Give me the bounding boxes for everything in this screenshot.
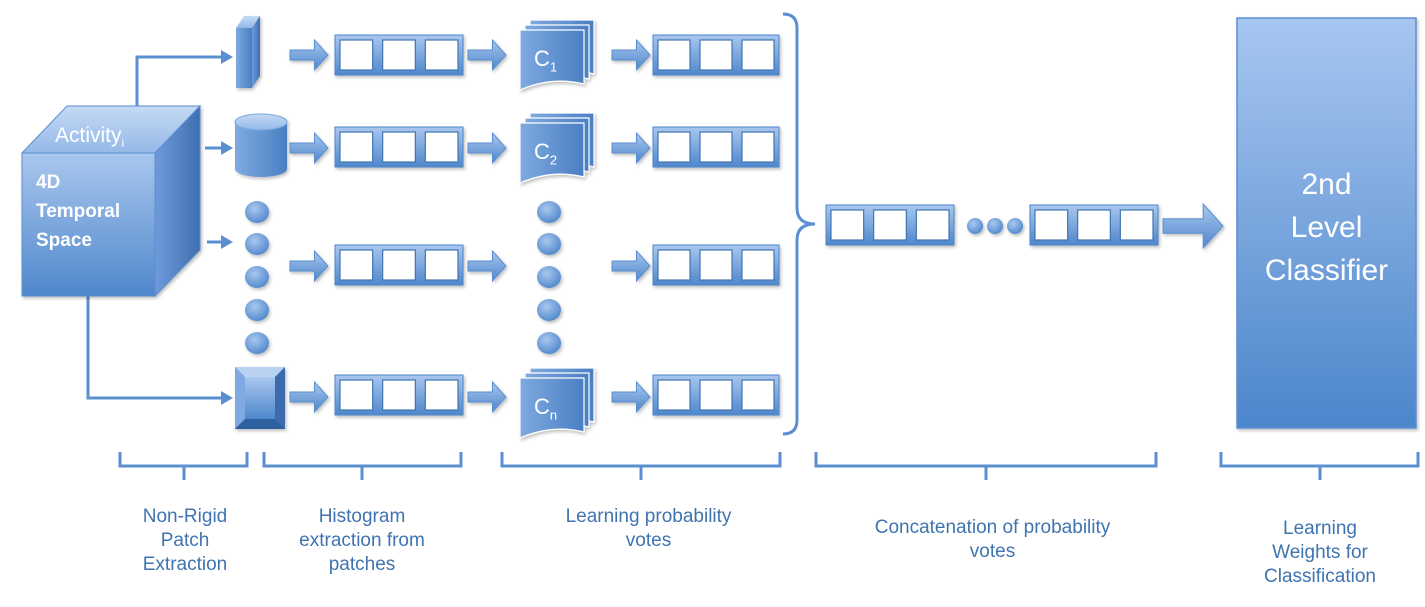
arrow-patch-to-hist-1	[289, 38, 329, 72]
histogram-patches-3	[334, 244, 464, 286]
caption-concatenation: Concatenation of probability votes	[840, 516, 1145, 564]
cube-label: 4D Temporal Space	[36, 168, 120, 255]
caption-patch-line3: Extraction	[142, 554, 228, 575]
connector-arrowheads	[221, 50, 233, 405]
second-level-label: 2nd Level Classifier	[1237, 163, 1416, 292]
arrow-hist-to-classifier-1	[467, 38, 507, 72]
block-arrows	[289, 38, 1224, 414]
arrow-classifier-to-votes-1	[611, 38, 651, 72]
classifier-letter-1: C	[534, 46, 550, 71]
caption-patch-line2: Patch	[160, 530, 210, 551]
cube-connectors	[86, 55, 222, 400]
arrow-patch-to-hist-4	[289, 380, 329, 414]
ellipsis-dots-classifiers	[537, 201, 561, 354]
caption-histogram-line3: patches	[328, 554, 396, 575]
caption-learning-weights: Learning Weights for Classification	[1240, 517, 1400, 589]
histogram-votes-4	[652, 374, 780, 416]
ellipsis-dots-patches	[245, 201, 269, 354]
second-level-classifier-box	[1236, 17, 1417, 429]
merge-bracket	[782, 12, 816, 436]
classifier-label-1: C1	[534, 46, 557, 74]
caption-histogram-line1: Histogram	[318, 506, 406, 527]
second-level-line3: Classifier	[1264, 254, 1389, 287]
caption-concat-line1: Concatenation of probability	[874, 517, 1111, 538]
histogram-concat-left	[825, 204, 955, 246]
histogram-votes-3	[652, 244, 780, 286]
arrow-hist-to-classifier-3	[467, 249, 507, 283]
cube-label-line2: Temporal	[36, 201, 121, 222]
bottom-brackets	[118, 452, 1420, 480]
classifier-sub-1: 1	[549, 59, 558, 75]
caption-patch-line1: Non-Rigid	[142, 506, 228, 527]
caption-learning-votes: Learning probability votes	[531, 505, 766, 553]
patch-cylinder	[234, 113, 288, 177]
cube-title-text: Activity	[55, 124, 122, 147]
histogram-patches-4	[334, 374, 464, 416]
second-level-line1: 2nd	[1301, 168, 1352, 201]
caption-concat-line2: votes	[969, 541, 1016, 562]
histogram-votes-2	[652, 126, 780, 168]
caption-histogram-extraction: Histogram extraction from patches	[272, 505, 452, 577]
classifier-stack-2	[519, 112, 595, 184]
second-level-line2: Level	[1290, 211, 1363, 244]
classifier-sub-2: 2	[549, 152, 558, 168]
arrow-classifier-to-votes-2	[611, 131, 651, 165]
arrow-classifier-to-votes-4	[611, 380, 651, 414]
cube-label-line1: 4D	[36, 172, 61, 193]
cube-label-line3: Space	[36, 230, 92, 251]
histograms	[334, 34, 1159, 416]
ellipsis-dots-concat	[967, 218, 1023, 234]
histogram-votes-1	[652, 34, 780, 76]
caption-votes-line2: votes	[625, 530, 672, 551]
arrow-patch-to-hist-2	[289, 131, 329, 165]
histogram-concat-right	[1029, 204, 1159, 246]
cube-front-face	[21, 152, 156, 297]
classifier-label-n: Cn	[534, 394, 557, 422]
cube-title: Activityi	[55, 124, 124, 150]
classifier-letter-n: C	[534, 394, 550, 419]
caption-votes-line1: Learning probability	[565, 506, 732, 527]
activity-cube	[20, 104, 202, 298]
patch-bevel-box	[235, 367, 285, 429]
classifier-letter-2: C	[534, 139, 550, 164]
caption-weights-line1: Learning	[1283, 518, 1357, 539]
arrow-concat-to-second-level	[1162, 202, 1224, 250]
caption-patch-extraction: Non-Rigid Patch Extraction	[105, 505, 265, 577]
cube-title-subscript: i	[121, 136, 125, 151]
arrow-patch-to-hist-3	[289, 249, 329, 283]
arrow-classifier-to-votes-3	[611, 249, 651, 283]
classifier-sub-n: n	[549, 407, 558, 423]
histogram-patches-2	[334, 126, 464, 168]
caption-histogram-line2: extraction from	[299, 530, 425, 551]
arrow-hist-to-classifier-2	[467, 131, 507, 165]
caption-weights-line3: Classification	[1264, 566, 1376, 587]
classifier-label-2: C2	[534, 139, 557, 167]
classifier-stack-1	[519, 19, 595, 91]
arrow-hist-to-classifier-4	[467, 380, 507, 414]
classifier-stack-n	[519, 367, 595, 439]
patch-prism	[236, 16, 260, 88]
histogram-patches-1	[334, 34, 464, 76]
caption-weights-line2: Weights for	[1272, 542, 1368, 563]
